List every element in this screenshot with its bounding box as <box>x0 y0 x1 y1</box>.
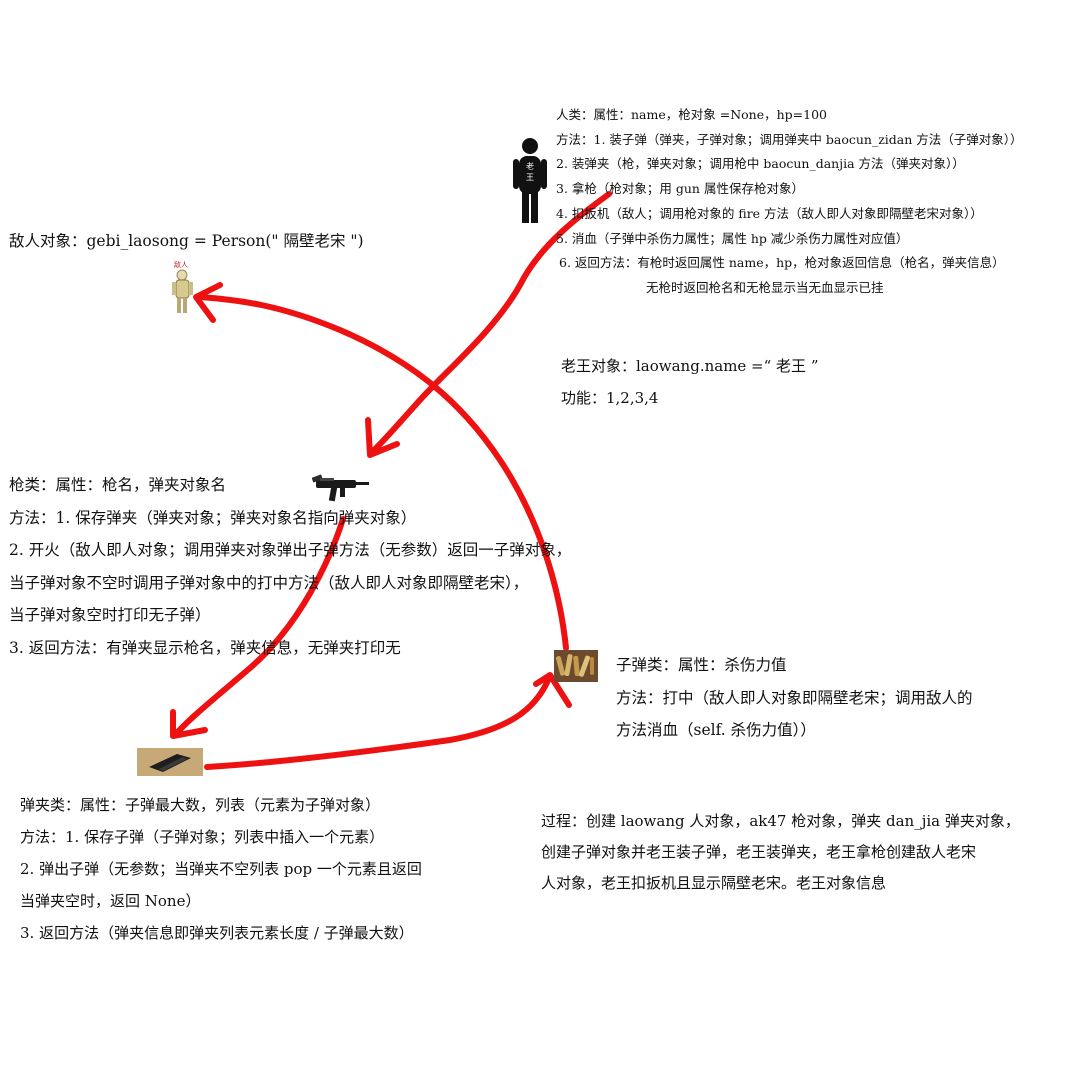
person-class-line: 人类：属性：name，枪对象 =None，hp=100 <box>556 107 827 122</box>
person-figure-icon: 老 王 <box>513 138 547 223</box>
process-line: 人对象，老王扣扳机且显示隔壁老宋。老王对象信息 <box>541 874 887 892</box>
gun-class-line: 2. 开火（敌人即人对象；调用弹夹对象弹出子弹方法（无参数）返回一子弹对象， <box>9 541 572 560</box>
gun-class-line: 枪类：属性：枪名，弹夹对象名 <box>9 476 227 494</box>
person-class-line: 3. 拿枪（枪对象；用 gun 属性保存枪对象） <box>556 181 804 197</box>
arrowhead-magazine-to-bullets <box>533 672 572 708</box>
laowang-function-line: 功能：1,2,3,4 <box>561 389 659 407</box>
laowang-object-description: 老王对象：laowang.name =“ 老王 ” 功能：1,2,3,4 <box>561 350 819 414</box>
gun-class-line: 3. 返回方法：有弹夹显示枪名，弹夹信息，无弹夹打印无 <box>9 638 401 657</box>
process-line: 过程：创建 laowang 人对象，ak47 枪对象，弹夹 dan_jia 弹夹… <box>541 812 1020 830</box>
gun-class-description: 枪类：属性：枪名，弹夹对象名 方法：1. 保存弹夹（弹夹对象；弹夹对象名指向弹夹… <box>9 469 571 665</box>
process-description: 过程：创建 laowang 人对象，ak47 枪对象，弹夹 dan_jia 弹夹… <box>541 806 1020 899</box>
bullet-class-line: 方法消血（self. 杀伤力值）） <box>616 721 816 739</box>
arrow-gun-to-magazine <box>172 516 346 738</box>
magazine-class-line: 方法：1. 保存子弹（子弹对象；列表中插入一个元素） <box>20 828 385 846</box>
magazine-class-line: 2. 弹出子弹（无参数；当弹夹不空列表 pop 一个元素且返回 <box>20 860 422 878</box>
arrowhead-gun-to-magazine <box>170 709 208 739</box>
submachine-gun-icon <box>312 474 369 502</box>
enemy-object-label: 敌人对象：gebi_laosong = Person(" 隔壁老宋 ") <box>9 232 364 250</box>
magazine-class-line: 当弹夹空时，返回 None） <box>20 892 201 910</box>
gun-class-line: 方法：1. 保存弹夹（弹夹对象；弹夹对象名指向弹夹对象） <box>9 508 417 527</box>
laowang-object-line: 老王对象：laowang.name =“ 老王 ” <box>561 357 819 375</box>
bullet-class-description: 子弹类：属性：杀伤力值 方法：打中（敌人即人对象即隔壁老宋；调用敌人的 方法消血… <box>616 649 973 747</box>
person-class-line: 4. 扣扳机（敌人；调用枪对象的 fire 方法（敌人即人对象即隔壁老宋对象）） <box>556 205 983 221</box>
person-figure-char-2: 王 <box>526 173 534 182</box>
magazine-class-line: 3. 返回方法（弹夹信息即弹夹列表元素长度 / 子弹最大数） <box>20 924 414 942</box>
person-figure-char-1: 老 <box>526 161 534 171</box>
arrow-person-to-gun <box>369 191 612 455</box>
arrowhead-bullets-to-enemy <box>193 282 223 323</box>
bullets-icon <box>554 650 598 682</box>
arrow-bullets-to-enemy <box>197 294 569 651</box>
enemy-figure-caption: 敌人 <box>174 260 188 269</box>
person-class-line: 6. 返回方法：有枪时返回属性 name，hp，枪对象返回信息（枪名，弹夹信息） <box>559 255 1005 271</box>
gun-class-line: 当子弹对象不空时调用子弹对象中的打中方法（敌人即人对象即隔壁老宋）， <box>9 573 529 592</box>
person-class-line: 无枪时返回枪名和无枪显示当无血显示已挂 <box>646 279 884 295</box>
bullet-class-line: 子弹类：属性：杀伤力值 <box>616 656 787 674</box>
person-class-line: 5. 消血（子弹中杀伤力属性；属性 hp 减少杀伤力属性对应值） <box>556 230 909 246</box>
bullet-class-line: 方法：打中（敌人即人对象即隔壁老宋；调用敌人的 <box>616 688 973 707</box>
person-class-line: 方法：1. 装子弹（弹夹，子弹对象；调用弹夹中 baocun_zidan 方法（… <box>556 131 1023 147</box>
magazine-icon <box>137 748 203 776</box>
person-class-line: 2. 装弹夹（枪，弹夹对象；调用枪中 baocun_danjia 方法（弹夹对象… <box>556 156 965 172</box>
process-line: 创建子弹对象并老王装子弹，老王装弹夹，老王拿枪创建敌人老宋 <box>541 843 977 861</box>
person-class-description: 人类：属性：name，枪对象 =None，hp=100 方法：1. 装子弹（弹夹… <box>556 103 1023 301</box>
magazine-class-description: 弹夹类：属性：子弹最大数，列表（元素为子弹对象） 方法：1. 保存子弹（子弹对象… <box>20 789 422 949</box>
gun-class-line: 当子弹对象空时打印无子弹） <box>9 606 211 625</box>
enemy-figure-icon: 敌人 <box>172 260 193 313</box>
magazine-class-line: 弹夹类：属性：子弹最大数，列表（元素为子弹对象） <box>20 796 381 814</box>
arrow-magazine-to-bullets <box>204 675 552 770</box>
arrowhead-person-to-gun <box>365 417 400 458</box>
